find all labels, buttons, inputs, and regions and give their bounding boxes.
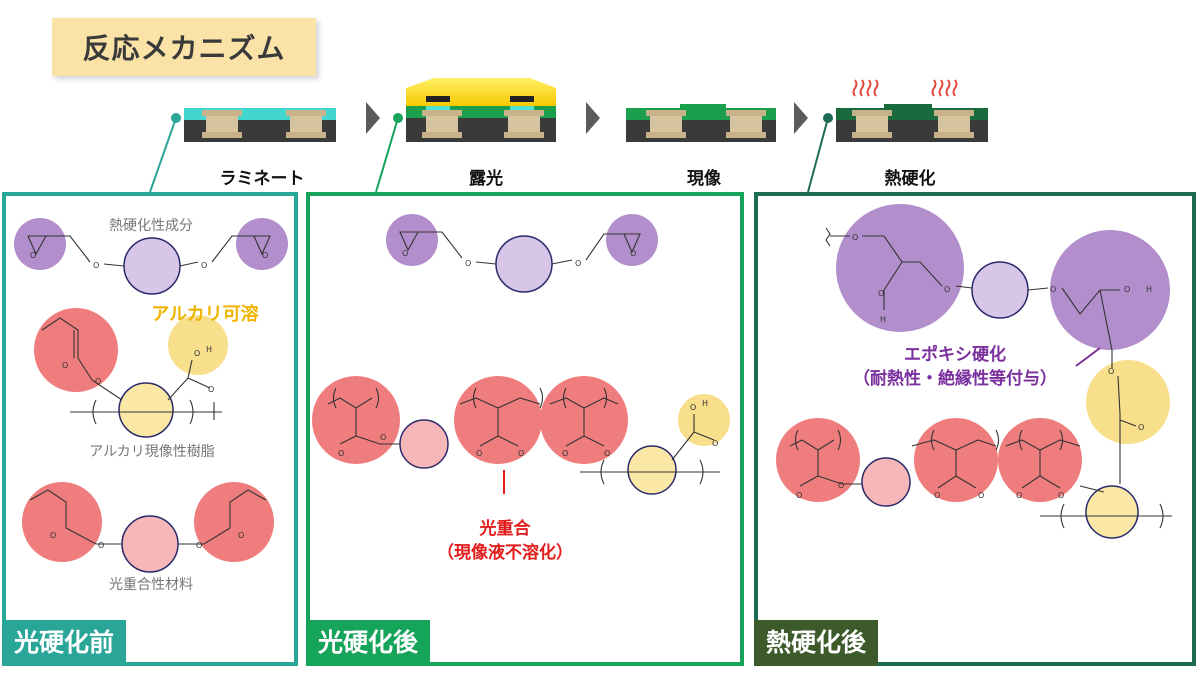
svg-text:O: O [690, 403, 696, 412]
svg-text:O: O [95, 377, 101, 386]
svg-text:O: O [262, 251, 268, 260]
panel-after-photo-molecules: O O O O [312, 214, 730, 495]
annotation-epoxy-cure: エポキシ硬化 [904, 345, 1006, 365]
svg-text:O: O [465, 259, 471, 268]
panel-after-photo: 光硬化後 [306, 192, 744, 666]
arrow-icon [366, 102, 380, 134]
svg-text:O: O [402, 249, 408, 258]
panel-after-thermal-molecules: O O H O O O H O O O O O O O O [776, 204, 1172, 539]
step-label-exposure: 露光 [469, 169, 503, 189]
svg-text:O: O [562, 449, 568, 458]
svg-text:H: H [702, 399, 708, 408]
annotation-properties: （耐熱性・絶縁性等付与） [853, 369, 1057, 389]
svg-text:O: O [50, 531, 56, 540]
svg-text:O: O [796, 491, 802, 500]
svg-text:O: O [338, 449, 344, 458]
svg-text:O: O [98, 541, 104, 550]
arrow-icon [586, 102, 600, 134]
svg-text:O: O [62, 361, 68, 370]
svg-text:O: O [1050, 285, 1056, 294]
step-label-development: 現像 [687, 169, 721, 189]
label-alkali-resin: アルカリ現像性樹脂 [89, 444, 215, 460]
label-alkali-soluble: アルカリ可溶 [151, 304, 259, 325]
svg-text:O: O [380, 433, 386, 442]
process-strip-development [626, 104, 776, 142]
svg-text:O: O [575, 259, 581, 268]
svg-text:O: O [852, 233, 858, 242]
svg-text:O: O [208, 385, 214, 394]
svg-text:O: O [604, 449, 610, 458]
svg-text:O: O [712, 439, 718, 448]
svg-text:O: O [194, 349, 200, 358]
svg-text:O: O [944, 285, 950, 294]
panel-before-title: 光硬化前 [2, 620, 127, 666]
svg-text:O: O [630, 249, 636, 258]
svg-text:O: O [934, 491, 940, 500]
svg-text:O: O [238, 531, 244, 540]
svg-text:O: O [1108, 367, 1114, 376]
svg-text:O: O [838, 481, 844, 490]
svg-text:H: H [206, 345, 212, 354]
svg-text:O: O [1016, 491, 1022, 500]
svg-text:O: O [1138, 423, 1144, 432]
panel-before: 光硬化前 [2, 192, 298, 666]
svg-text:O: O [978, 491, 984, 500]
svg-text:O: O [1058, 491, 1064, 500]
svg-text:O: O [93, 261, 99, 270]
process-strip-thermal [823, 79, 988, 142]
svg-text:O: O [201, 261, 207, 270]
svg-text:O: O [30, 251, 36, 260]
heat-icon [852, 79, 958, 97]
step-label-thermal-cure: 熱硬化 [884, 169, 936, 189]
svg-text:O: O [476, 449, 482, 458]
svg-text:O: O [518, 449, 524, 458]
panel-after-thermal: 熱硬化後 [754, 192, 1196, 666]
page-title: 反応メカニズム [52, 18, 316, 76]
annotation-photopolymerization: 光重合 [479, 519, 531, 539]
process-strip-laminate [171, 108, 336, 142]
panel-before-molecules: O O O O O O O H O [14, 218, 288, 573]
svg-text:H: H [880, 315, 886, 324]
process-strip-exposure [393, 78, 556, 142]
svg-text:O: O [196, 541, 202, 550]
step-label-laminate: ラミネート [219, 169, 305, 189]
label-photo-material: 光重合性材料 [109, 577, 193, 593]
annotation-insoluble: （現像液不溶化） [437, 543, 573, 563]
panel-after-thermal-title: 熱硬化後 [754, 620, 879, 666]
svg-text:O: O [1124, 285, 1130, 294]
arrow-icon [794, 102, 808, 134]
svg-text:O: O [878, 289, 884, 298]
svg-text:H: H [1146, 285, 1152, 294]
panel-after-photo-title: 光硬化後 [306, 620, 431, 666]
label-thermoset-component: 熱硬化性成分 [109, 218, 193, 234]
